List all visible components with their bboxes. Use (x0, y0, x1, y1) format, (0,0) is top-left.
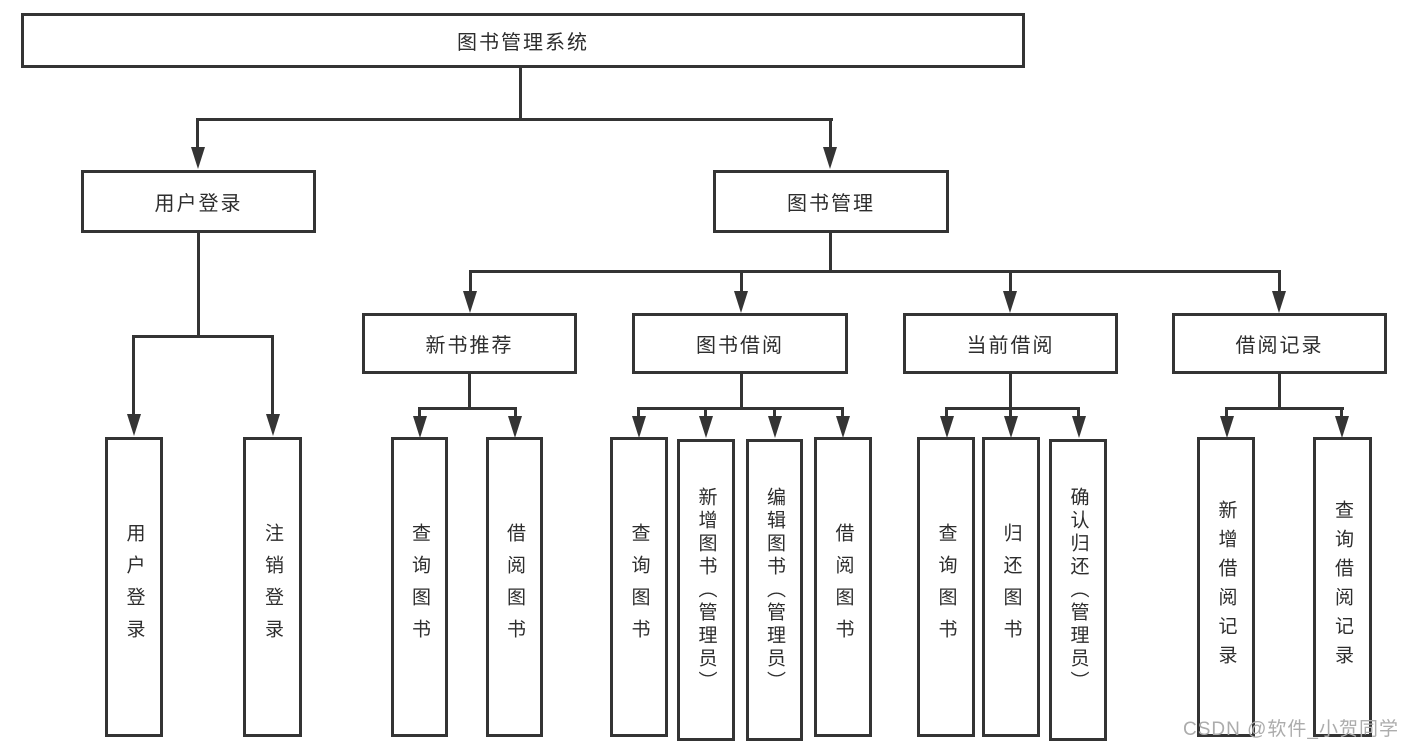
leaf-query-record: 查询借阅记录 (1313, 437, 1372, 737)
connector-currentborrow-stem (1009, 374, 1012, 410)
arrowhead-book-borrow (734, 291, 748, 313)
leaf-borrow-book-1: 借阅图书 (486, 437, 543, 737)
connector-currentborrow-crossbar (945, 407, 1080, 410)
node-borrow-records: 借阅记录 (1172, 313, 1387, 374)
leaf-confirm-return-label: 确认归还（管理员） (1067, 486, 1089, 694)
csdn-watermark: CSDN @软件_小贺同学 (1183, 719, 1399, 740)
node-book-borrow: 图书借阅 (632, 313, 848, 374)
connector-root-left-shaft (196, 118, 199, 148)
connector-bb-shaft-3 (773, 407, 776, 417)
leaf-return-book-label: 归还图书 (1000, 523, 1022, 651)
connector-cb-shaft-3 (1077, 407, 1080, 417)
arrowhead-confirm-return (1072, 416, 1086, 438)
connector-bb-shaft-1 (637, 407, 640, 417)
connector-root-right-shaft (829, 118, 832, 148)
leaf-borrow-book-2-label: 借阅图书 (832, 523, 854, 651)
arrowhead-borrow-records (1272, 291, 1286, 313)
node-user-login: 用户登录 (81, 170, 316, 233)
leaf-query-book-1-label: 查询图书 (409, 523, 430, 651)
node-book-borrow-label: 图书借阅 (696, 335, 784, 357)
leaf-edit-book-label: 编辑图书（管理员） (764, 486, 785, 694)
connector-userlogin-right-shaft (271, 335, 274, 415)
connector-bookborrow-crossbar (637, 407, 844, 410)
connector-l3-shaft-4 (1278, 270, 1281, 292)
leaf-query-book-3-label: 查询图书 (935, 523, 957, 651)
arrowhead-new-book-rec (463, 291, 477, 313)
leaf-query-record-label: 查询借阅记录 (1332, 500, 1353, 674)
connector-borrowrecords-stem (1278, 374, 1281, 410)
node-book-mgmt-label: 图书管理 (787, 193, 875, 215)
node-new-book-rec-label: 新书推荐 (425, 335, 514, 357)
connector-newbookrec-crossbar (418, 407, 517, 410)
arrowhead-borrow-book-2 (836, 416, 850, 438)
arrowhead-add-book (699, 416, 713, 438)
leaf-confirm-return: 确认归还（管理员） (1049, 439, 1107, 741)
leaf-edit-book: 编辑图书（管理员） (746, 439, 803, 741)
node-book-mgmt: 图书管理 (713, 170, 949, 233)
connector-borrowrecords-crossbar (1225, 407, 1344, 410)
node-user-login-label: 用户登录 (154, 193, 243, 215)
arrowhead-current-borrow (1003, 291, 1017, 313)
arrowhead-query-book-3 (940, 416, 954, 438)
arrowhead-query-record (1335, 416, 1349, 438)
connector-bb-shaft-4 (841, 407, 844, 417)
arrowhead-query-book-1 (413, 416, 427, 438)
leaf-logout: 注销登录 (243, 437, 302, 737)
arrowhead-leaf-logout (266, 414, 280, 436)
connector-userlogin-stem (197, 233, 200, 338)
connector-nbr-shaft-1 (418, 407, 421, 417)
leaf-query-book-3: 查询图书 (917, 437, 975, 737)
arrowhead-borrow-book-1 (508, 416, 522, 438)
connector-newbookrec-stem (468, 374, 471, 410)
leaf-query-book-2-label: 查询图书 (628, 523, 650, 651)
leaf-add-book: 新增图书（管理员） (677, 439, 735, 741)
arrowhead-book-mgmt (823, 147, 837, 169)
connector-bb-shaft-2 (704, 407, 707, 417)
arrowhead-leaf-user-login (127, 414, 141, 436)
connector-bookborrow-stem (740, 374, 743, 410)
node-new-book-rec: 新书推荐 (362, 313, 577, 374)
node-borrow-records-label: 借阅记录 (1235, 335, 1324, 357)
leaf-user-login: 用户登录 (105, 437, 163, 737)
leaf-return-book: 归还图书 (982, 437, 1040, 737)
leaf-logout-label: 注销登录 (262, 523, 283, 651)
connector-root-crossbar (197, 118, 833, 121)
connector-userlogin-left-shaft (132, 335, 135, 415)
connector-root-stem (519, 68, 522, 120)
node-current-borrow: 当前借阅 (903, 313, 1118, 374)
leaf-borrow-book-1-label: 借阅图书 (504, 523, 525, 651)
connector-l3-shaft-2 (740, 270, 743, 292)
leaf-query-book-2: 查询图书 (610, 437, 668, 737)
connector-bookmgmt-crossbar (469, 270, 1281, 273)
connector-l3-shaft-3 (1009, 270, 1012, 292)
arrowhead-edit-book (768, 416, 782, 438)
connector-cb-shaft-2 (1009, 407, 1012, 417)
leaf-add-record-label: 新增借阅记录 (1215, 500, 1237, 674)
connector-br-shaft-2 (1340, 407, 1343, 417)
node-root: 图书管理系统 (21, 13, 1025, 68)
arrowhead-query-book-2 (632, 416, 646, 438)
leaf-query-book-1: 查询图书 (391, 437, 448, 737)
arrowhead-user-login (191, 147, 205, 169)
connector-userlogin-crossbar (132, 335, 274, 338)
arrowhead-add-record (1220, 416, 1234, 438)
connector-cb-shaft-1 (945, 407, 948, 417)
node-current-borrow-label: 当前借阅 (966, 335, 1055, 357)
connector-l3-shaft-1 (469, 270, 472, 292)
leaf-borrow-book-2: 借阅图书 (814, 437, 872, 737)
leaf-add-book-label: 新增图书（管理员） (695, 486, 717, 694)
connector-nbr-shaft-2 (514, 407, 517, 417)
connector-bookmgmt-stem (829, 233, 832, 273)
leaf-user-login-label: 用户登录 (123, 523, 145, 651)
leaf-add-record: 新增借阅记录 (1197, 437, 1255, 737)
arrowhead-return-book (1004, 416, 1018, 438)
connector-br-shaft-1 (1225, 407, 1228, 417)
node-root-label: 图书管理系统 (457, 32, 589, 54)
